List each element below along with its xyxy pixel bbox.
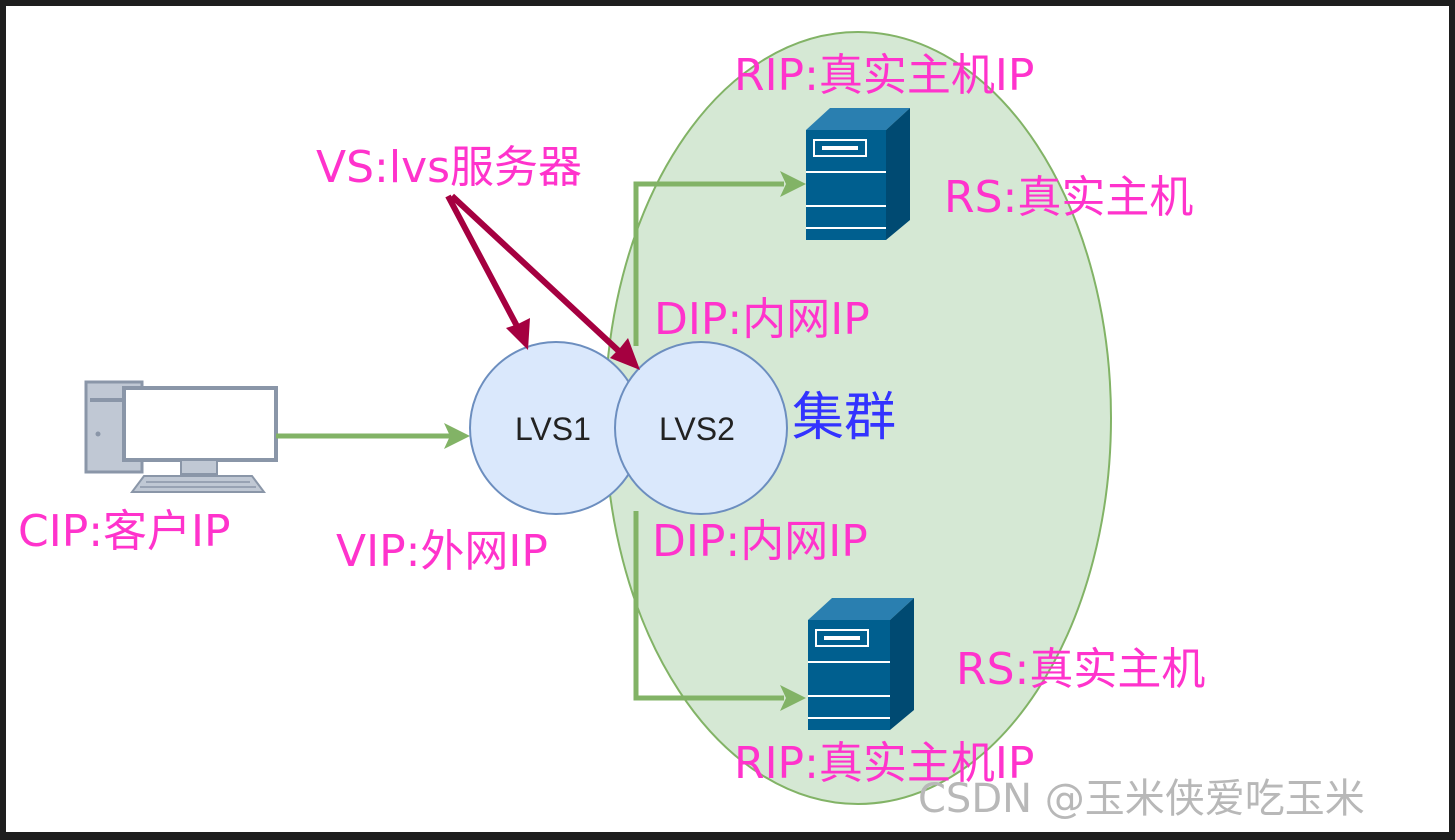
lvs2-label: LVS2 bbox=[659, 411, 735, 447]
server-tower-icon bbox=[806, 108, 910, 240]
vs-label: VS:lvs服务器 bbox=[316, 142, 583, 193]
lvs1-label: LVS1 bbox=[515, 411, 591, 447]
diagram-canvas: LVS1 LVS2 RIP:真实主机IP VS:lvs服务器 RS:真实主机 D… bbox=[6, 6, 1449, 832]
lvs2-node bbox=[614, 341, 788, 515]
vip-label: VIP:外网IP bbox=[336, 526, 548, 577]
dip-bottom-label: DIP:内网IP bbox=[652, 516, 868, 567]
vs-pointer-arrows bbox=[445, 193, 640, 370]
cluster-label: 集群 bbox=[792, 388, 897, 448]
dip-top-label: DIP:内网IP bbox=[654, 294, 870, 345]
rip-bottom-label: RIP:真实主机IP bbox=[734, 738, 1035, 789]
rs-bottom-label: RS:真实主机 bbox=[956, 644, 1206, 695]
cip-label: CIP:客户IP bbox=[18, 506, 231, 557]
watermark: CSDN @玉米侠爱吃玉米 bbox=[918, 776, 1365, 822]
diagram-graphics bbox=[84, 31, 1112, 805]
lvs2-to-servers-arrows bbox=[633, 171, 806, 711]
rip-top-label: RIP:真实主机IP bbox=[734, 50, 1035, 101]
desktop-computer-icon bbox=[84, 380, 278, 493]
server-tower-icon bbox=[808, 598, 914, 730]
rs-top-label: RS:真实主机 bbox=[944, 172, 1194, 223]
client-to-lvs1-arrow bbox=[276, 423, 470, 449]
